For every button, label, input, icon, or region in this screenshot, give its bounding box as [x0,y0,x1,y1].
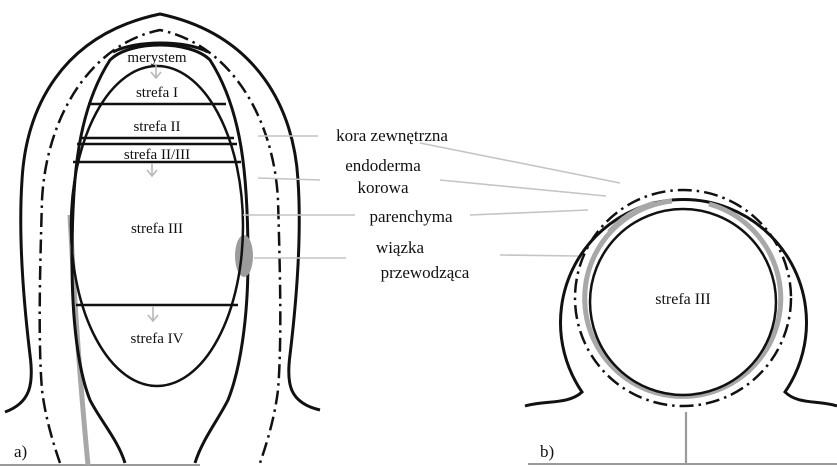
callout-bundle-line1: wiązka [376,238,425,257]
nodule-outer-outline [5,14,320,412]
parenchyma-ring-b-upper [609,203,655,232]
zone-label-meristem: merystem [127,50,186,66]
zone-label-3-b: strefa III [655,291,711,308]
leader-bundle-b [500,255,578,256]
zone-label-2: strefa II [133,119,180,135]
arrow-zone-2-3 [147,163,157,176]
zone-label-1: strefa I [136,85,178,101]
callout-endodermis-line2: korowa [358,178,409,197]
leader-outer-cortex-b [420,143,620,183]
zone-label-3: strefa III [131,221,183,237]
callout-outer-cortex: kora zewnętrzna [336,126,448,145]
callout-endodermis-line1: endoderma [345,156,421,175]
callout-parenchyma: parenchyma [369,207,453,226]
leader-endodermis-a [258,178,320,180]
panel-label-b: b) [540,442,554,461]
zone-label-4: strefa IV [131,331,184,347]
leader-parenchyma-b [470,210,588,215]
panel-a: merystem strefa I strefa II strefa II/II… [0,14,320,465]
panel-label-a: a) [14,442,27,461]
vascular-bundle [235,235,253,277]
callout-bundle-line2: przewodząca [381,263,470,282]
leader-endodermis-b [440,180,606,196]
zone-label-2-3: strefa II/III [124,147,190,163]
arrow-zone-4 [148,306,158,321]
panel-b: strefa III b) [525,190,837,464]
